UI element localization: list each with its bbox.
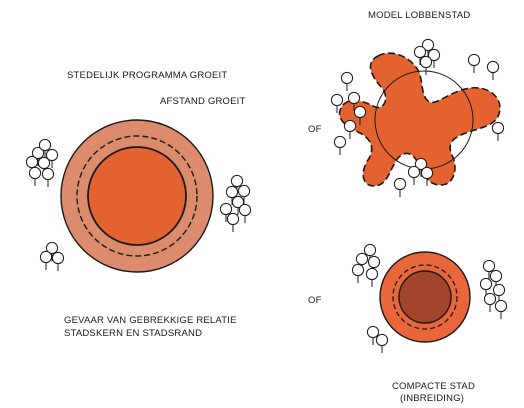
tree-group-bottom-left: [40, 242, 63, 271]
tree-icon: [420, 56, 431, 75]
growing-city-diagram: [61, 120, 213, 272]
tree-group-left: [26, 139, 57, 187]
compact-city-diagram: [380, 252, 470, 342]
tree-icon: [468, 54, 479, 73]
tree-icon: [341, 72, 352, 91]
tree-icon: [408, 166, 419, 185]
tree-icon: [227, 213, 238, 232]
tree-group-compact-right: [480, 260, 506, 319]
tree-group-right-of-ring: [220, 175, 250, 232]
tree-icon: [29, 167, 40, 186]
tree-icon: [492, 122, 503, 141]
tree-icon: [484, 293, 495, 312]
tree-icon: [376, 334, 387, 353]
tree-icon: [366, 268, 377, 287]
tree-icon: [394, 178, 405, 197]
city-core: [88, 147, 186, 245]
tree-icon: [352, 264, 363, 283]
tree-icon: [344, 120, 355, 139]
tree-icon: [421, 167, 432, 186]
tree-icon: [239, 204, 250, 223]
tree-icon: [495, 300, 506, 319]
tree-icon: [42, 168, 53, 187]
tree-icon: [52, 252, 63, 271]
tree-icon: [334, 136, 345, 155]
tree-icon: [487, 61, 498, 80]
tree-icon: [40, 251, 51, 270]
compact-core: [399, 271, 451, 323]
